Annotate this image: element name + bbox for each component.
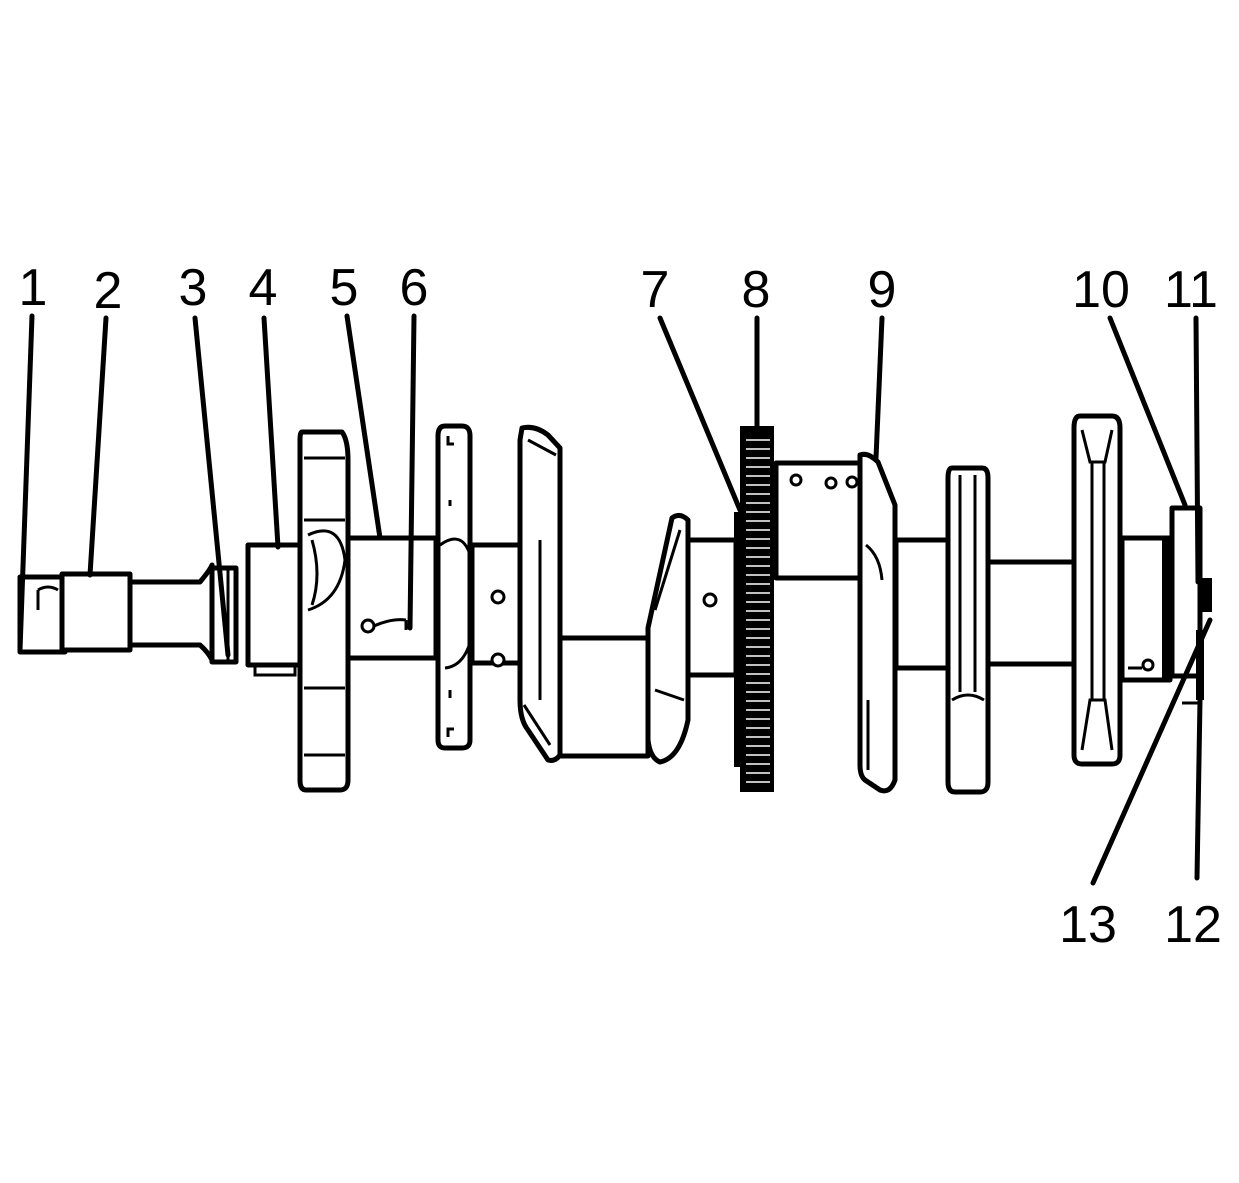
leader-4: [261, 315, 281, 550]
leader-lines: [17, 313, 1213, 886]
callout-10: 10: [1072, 261, 1130, 319]
leader-2: [87, 315, 109, 578]
leader-1: [17, 313, 35, 653]
leader-5: [344, 313, 383, 541]
flange-lip: [1198, 578, 1212, 612]
reluctor-teeth: [746, 439, 770, 783]
front-shaft: [127, 562, 215, 663]
callout-12: 12: [1164, 896, 1222, 954]
crank-web-5: [857, 451, 898, 794]
callout-1: 1: [19, 259, 48, 317]
leader-3: [192, 315, 231, 658]
reluctor-ring: [740, 426, 774, 792]
rod-journal-4: [985, 559, 1077, 667]
callout-2: 2: [94, 262, 123, 320]
front-main-journal: [245, 542, 303, 668]
callout-6: 6: [400, 259, 429, 317]
leader-13: [1090, 617, 1213, 886]
leader-7: [657, 315, 743, 513]
counterweight-1: [297, 429, 351, 793]
callout-5: 5: [330, 259, 359, 317]
leader-12: [1194, 697, 1203, 881]
crank-web-2: [435, 423, 473, 751]
front-journal: [59, 571, 133, 653]
leader-10: [1107, 315, 1188, 508]
callout-3: 3: [179, 259, 208, 317]
rod-journal-2: [557, 635, 651, 759]
callout-13: 13: [1059, 896, 1117, 954]
callout-8: 8: [742, 261, 771, 319]
callout-labels: 1 2 3 4 5 6 7 8 9 10 11 12 13: [19, 259, 1222, 954]
callout-4: 4: [249, 259, 278, 317]
crank-web-6: [945, 465, 991, 795]
main-journal-4: [893, 537, 951, 671]
callout-11: 11: [1164, 261, 1218, 319]
callout-9: 9: [868, 261, 897, 319]
crank-web-4: [645, 512, 691, 765]
crank-web-7: [1071, 413, 1123, 767]
leader-6: [407, 313, 417, 631]
rod-journal-1: [345, 535, 439, 661]
main-journal-3: [685, 537, 739, 678]
leader-9: [873, 315, 885, 461]
crankshaft-illustration: [17, 413, 1212, 795]
pilot-bore: [1196, 630, 1204, 700]
leader-11: [1193, 315, 1201, 585]
callout-7: 7: [641, 261, 670, 319]
